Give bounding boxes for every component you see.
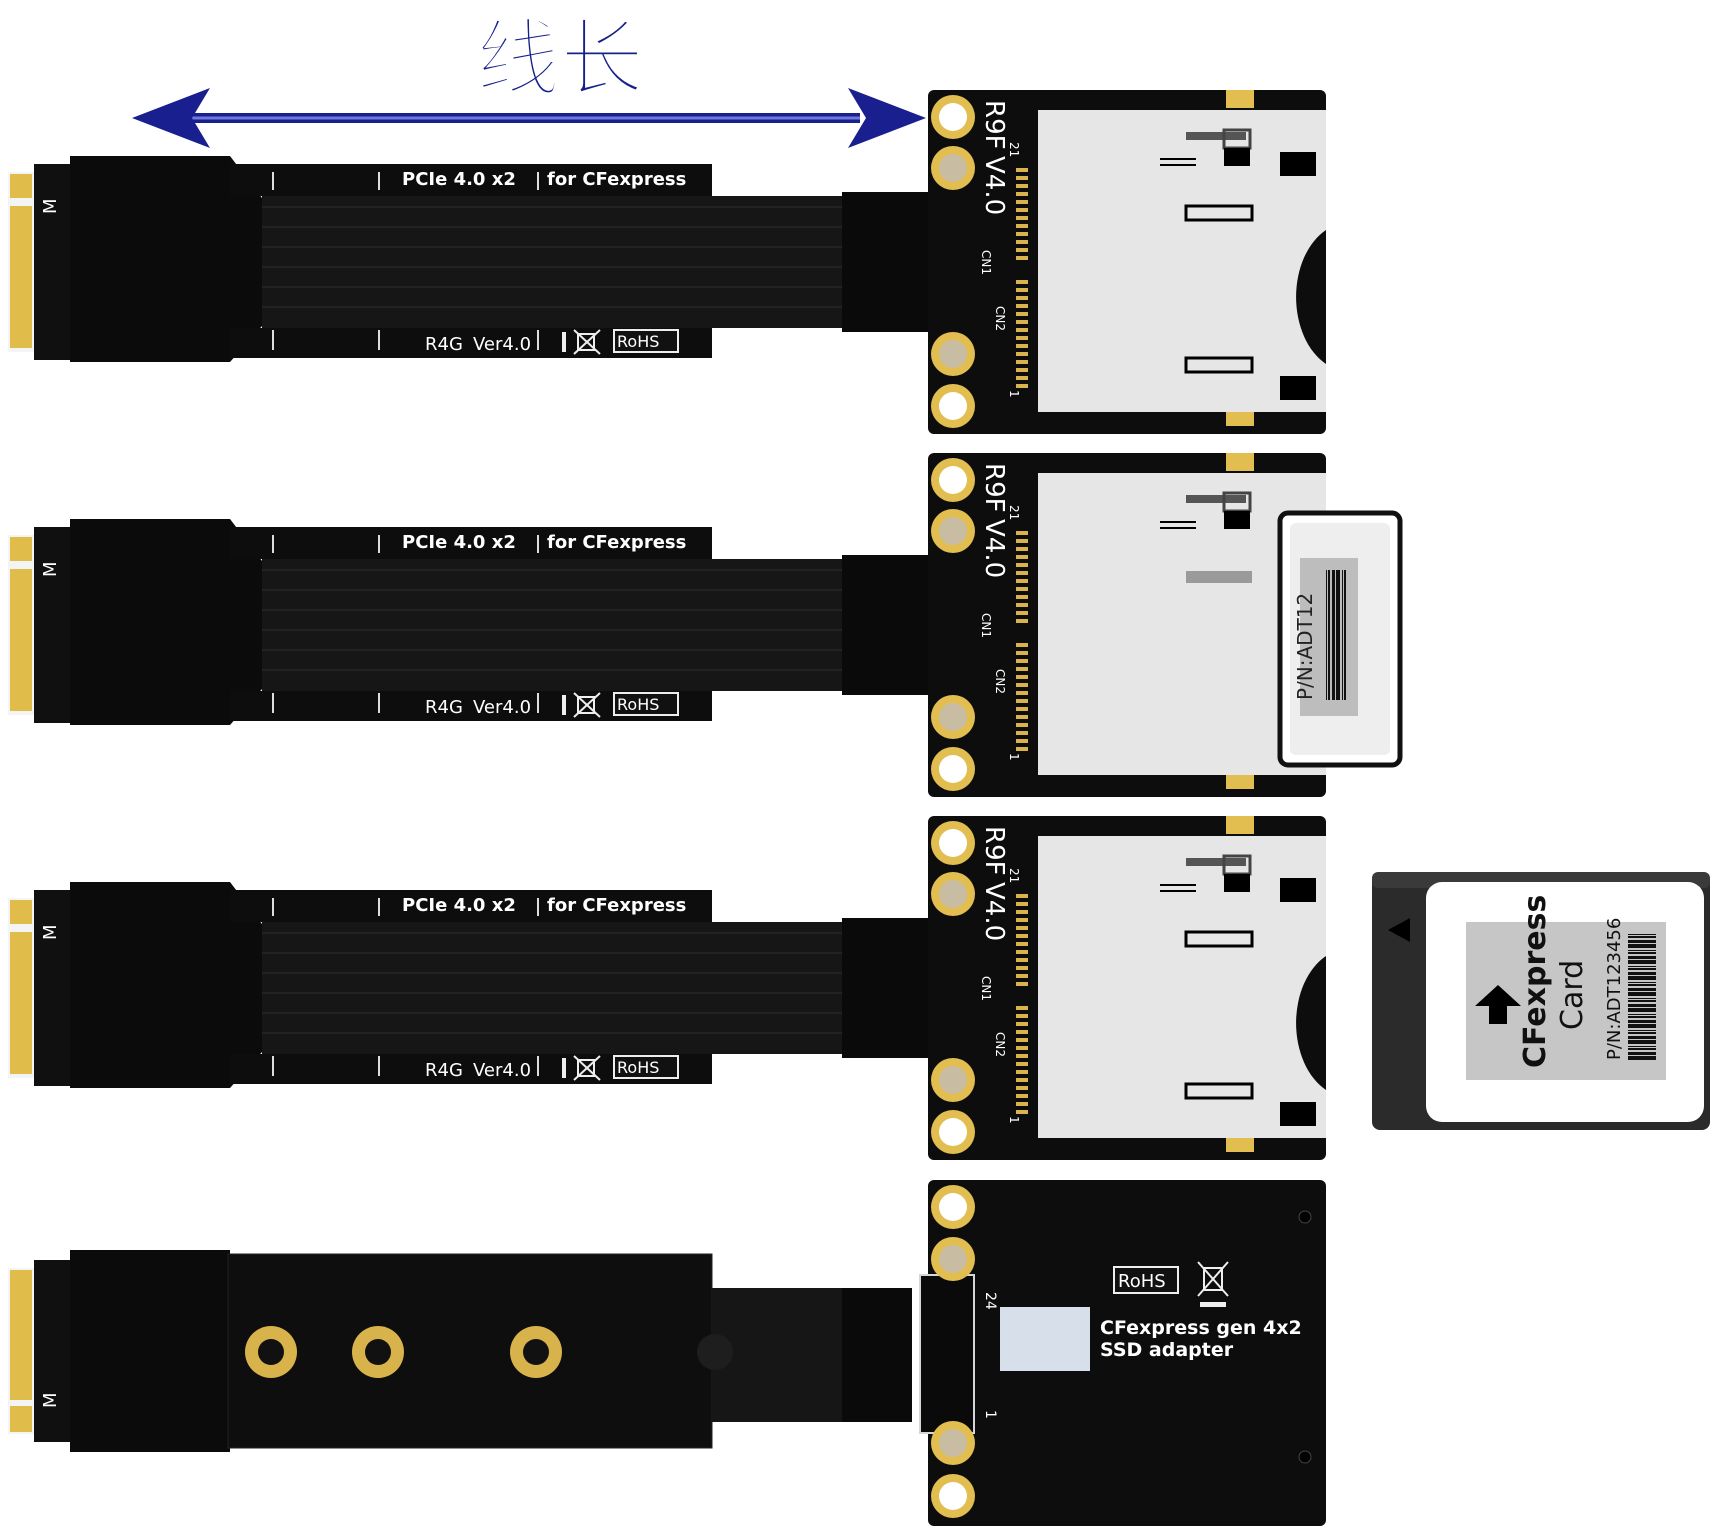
weee-bin-icon: [562, 692, 601, 718]
svg-text:RoHS: RoHS: [617, 332, 659, 351]
m2-connector: M: [8, 890, 74, 1086]
connector-housing: [70, 156, 262, 362]
m2-key-label: M: [40, 924, 61, 940]
m2-connector: M: [8, 527, 74, 723]
back-view-assembly: M 24 1 RoHS: [8, 1180, 1326, 1526]
cable-model-label: R4G: [425, 697, 463, 718]
weee-bin-icon: [562, 1055, 601, 1081]
ribbon-clamp: [842, 555, 930, 695]
cable-version-label: Ver4.0: [473, 1060, 531, 1081]
weee-bin-icon: [562, 329, 601, 355]
cable-purpose-label: for CFexpress: [547, 532, 686, 553]
pin1-label: 1: [1007, 753, 1021, 761]
card-pn: P/N:ADT123456: [1604, 918, 1625, 1060]
weee-bin-icon: [1197, 1261, 1229, 1307]
ribbon-clamp: [842, 918, 930, 1058]
pin21-label: 21: [1007, 505, 1021, 520]
cable-length-title: 线长: [476, 10, 644, 108]
adapter-model-label: R9F: [979, 463, 1009, 513]
back-title-line1: CFexpress gen 4x2: [1100, 1317, 1302, 1339]
cable-version-label: Ver4.0: [473, 334, 531, 355]
back-key-label: M: [40, 1392, 61, 1408]
cable-version-label: Ver4.0: [473, 697, 531, 718]
connector-housing: [70, 882, 262, 1088]
m2-connector-back: M: [8, 1260, 74, 1442]
cable-model-label: R4G: [425, 334, 463, 355]
card-name-line1: CFexpress: [1518, 895, 1553, 1068]
inserted-cfexpress-card: P/N:ADT12: [1277, 510, 1403, 768]
back-title-line2: SSD adapter: [1100, 1339, 1234, 1361]
label-strip-top: [230, 164, 712, 196]
m2-connector: M: [8, 164, 74, 360]
label-strip-top: [230, 890, 712, 922]
inserted-card-pn: P/N:ADT12: [1293, 593, 1317, 700]
card-slot: [1038, 836, 1326, 1138]
connector-housing: [70, 519, 262, 725]
length-arrow: [132, 88, 926, 148]
card-name-line2: Card: [1555, 960, 1590, 1030]
cn2-label: CN2: [993, 1032, 1007, 1057]
back-rohs-badge: RoHS: [1113, 1266, 1179, 1294]
cn2-label: CN2: [993, 306, 1007, 331]
cable-spec-label: PCIe 4.0 x2: [402, 169, 516, 190]
rohs-badge: RoHS: [613, 1055, 679, 1079]
ribbon-back: [712, 1288, 842, 1422]
label-strip-top: [230, 527, 712, 559]
adapter-model-label: R9F: [979, 100, 1009, 150]
ribbon-cable: [262, 196, 842, 328]
cable-board-back: [227, 1253, 713, 1449]
svg-text:RoHS: RoHS: [617, 695, 659, 714]
cable-purpose-label: for CFexpress: [547, 169, 686, 190]
adapter-board-back: [928, 1180, 1326, 1526]
pin21-label: 21: [1007, 142, 1021, 157]
mounting-holes-back: [245, 1326, 562, 1378]
m2-key-label: M: [40, 561, 61, 577]
adapter-model-label: R9F: [979, 826, 1009, 876]
back-pin24: 24: [982, 1292, 998, 1310]
back-pin1: 1: [982, 1410, 998, 1419]
svg-text:RoHS: RoHS: [1118, 1271, 1166, 1292]
back-label-pad: [1000, 1307, 1090, 1371]
rohs-badge: RoHS: [613, 329, 679, 353]
rohs-badge: RoHS: [613, 692, 679, 716]
cfexpress-card: CFexpress Card P/N:ADT123456: [1372, 872, 1710, 1130]
cn2-label: CN2: [993, 669, 1007, 694]
ribbon-clamp: [842, 192, 930, 332]
pin21-label: 21: [1007, 868, 1021, 883]
cable-spec-label: PCIe 4.0 x2: [402, 532, 516, 553]
card-slot: [1038, 473, 1326, 775]
cable-model-label: R4G: [425, 1060, 463, 1081]
cn1-label: CN1: [979, 250, 993, 275]
ribbon-cable: [262, 559, 842, 691]
m2-key-label: M: [40, 198, 61, 214]
adapter-version-label: V4.0: [979, 882, 1009, 941]
cable-spec-label: PCIe 4.0 x2: [402, 895, 516, 916]
card-barcode: [1628, 934, 1656, 1060]
connector-housing-back: [70, 1250, 230, 1452]
ribbon-cable: [262, 922, 842, 1054]
pin1-label: 1: [1007, 390, 1021, 398]
adapter-holes-back: [931, 1185, 1312, 1518]
inserted-card-barcode: [1326, 570, 1346, 700]
cable-purpose-label: for CFexpress: [547, 895, 686, 916]
cn1-label: CN1: [979, 613, 993, 638]
cn1-label: CN1: [979, 976, 993, 1001]
svg-text:RoHS: RoHS: [617, 1058, 659, 1077]
adapter-version-label: V4.0: [979, 519, 1009, 578]
pin1-label: 1: [1007, 1116, 1021, 1124]
adapter-version-label: V4.0: [979, 156, 1009, 215]
card-slot: [1038, 110, 1326, 412]
